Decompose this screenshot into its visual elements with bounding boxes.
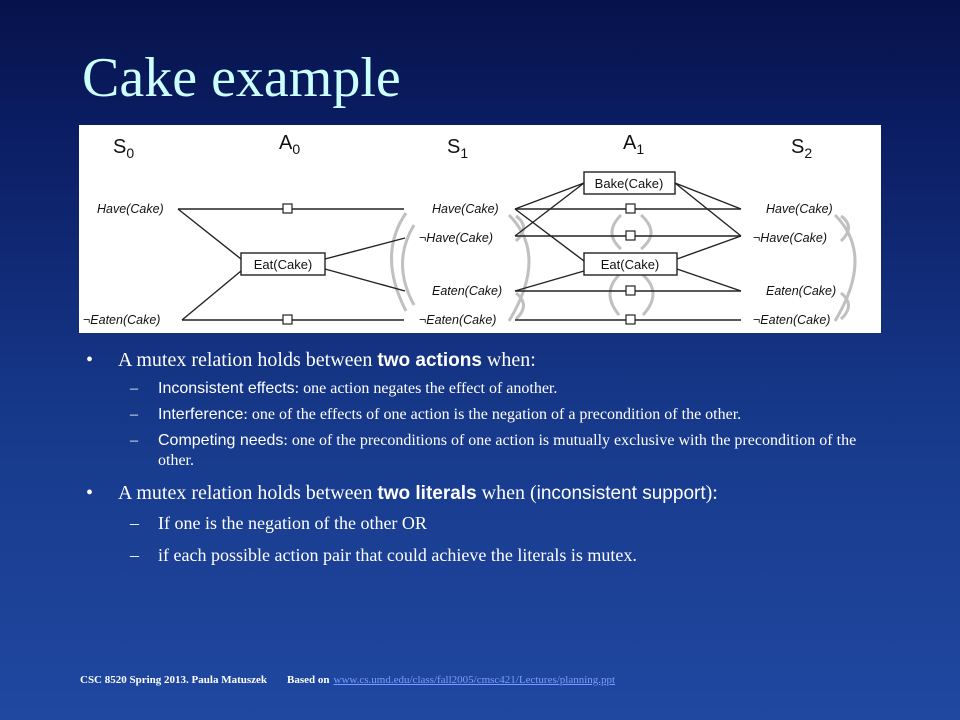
sub-interference: – Interference: one of the effects of on…	[130, 406, 742, 423]
footer-course: CSC 8520 Spring 2013. Paula Matuszek	[80, 674, 268, 686]
sub-inconsistent-effects: – Inconsistent effects: one action negat…	[130, 380, 558, 397]
mutex-arcs	[390, 212, 857, 322]
dash-icon: –	[130, 406, 138, 423]
s2-not-have: ¬Have(Cake)	[753, 231, 827, 245]
bullet-actions: • A mutex relation holds between two act…	[86, 349, 536, 371]
dash-icon: –	[130, 380, 138, 397]
sub-negation: – If one is the negation of the other OR	[130, 513, 427, 533]
slide-title: Cake example	[82, 47, 401, 109]
dash-icon: –	[130, 432, 138, 449]
footer-based-on: Based on	[287, 674, 330, 686]
s0-have: Have(Cake)	[97, 202, 164, 216]
svg-text:Eat(Cake): Eat(Cake)	[601, 257, 660, 272]
action-eat-a1: Eat(Cake)	[583, 252, 678, 276]
s1-have: Have(Cake)	[432, 202, 499, 216]
s2-not-eaten: ¬Eaten(Cake)	[753, 313, 830, 327]
s2-eaten: Eaten(Cake)	[766, 284, 836, 298]
bullet-literals: • A mutex relation holds between two lit…	[86, 482, 718, 504]
planning-graph-svg: S0 A0 S1 A1 S2	[83, 132, 857, 327]
action-eat-a0: Eat(Cake)	[240, 252, 326, 276]
s2-have: Have(Cake)	[766, 202, 833, 216]
header-s1: S1	[447, 136, 468, 161]
bullet-dot-icon: •	[86, 349, 94, 371]
s1-not-eaten: ¬Eaten(Cake)	[419, 313, 496, 327]
dash-icon: –	[130, 513, 139, 533]
s1-eaten: Eaten(Cake)	[432, 284, 502, 298]
s0-not-eaten: ¬Eaten(Cake)	[83, 313, 160, 327]
slide-footer: CSC 8520 Spring 2013. Paula Matuszek Base…	[80, 674, 615, 686]
sub-competing-needs: – Competing needs: one of the preconditi…	[130, 432, 857, 469]
dash-icon: –	[130, 545, 139, 565]
bullet-list: • A mutex relation holds between two act…	[86, 348, 886, 576]
sub-action-pair: – if each possible action pair that coul…	[130, 545, 637, 565]
bullet-dot-icon: •	[86, 482, 94, 504]
header-a1: A1	[623, 132, 644, 157]
svg-text:Eat(Cake): Eat(Cake)	[254, 257, 313, 272]
header-s0: S0	[113, 136, 134, 161]
header-a0: A0	[279, 132, 300, 157]
planning-graph-diagram: S0 A0 S1 A1 S2	[79, 125, 881, 333]
action-bake-a1: Bake(Cake)	[583, 171, 676, 195]
s1-not-have: ¬Have(Cake)	[419, 231, 493, 245]
footer-source-link[interactable]: www.cs.umd.edu/class/fall2005/cmsc421/Le…	[333, 674, 616, 686]
svg-text:Bake(Cake): Bake(Cake)	[595, 176, 664, 191]
header-s2: S2	[791, 136, 812, 161]
noop-squares	[282, 203, 636, 325]
